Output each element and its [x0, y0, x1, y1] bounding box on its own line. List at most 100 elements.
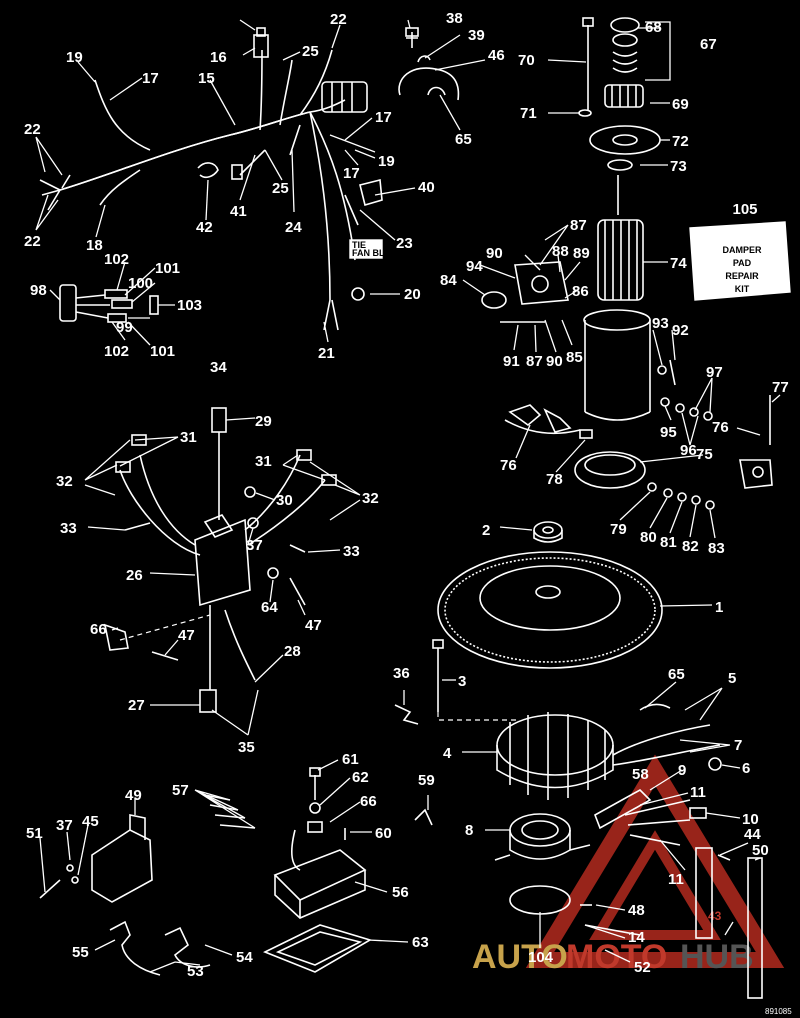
kit-label-line1: DAMPER [722, 245, 762, 255]
label-65-top: 65 [455, 131, 472, 148]
label-29: 29 [255, 413, 272, 430]
label-24: 24 [285, 219, 302, 236]
label-79: 79 [610, 521, 627, 538]
label-23: 23 [396, 235, 413, 252]
label-5: 5 [728, 670, 736, 687]
label-100: 100 [128, 275, 153, 292]
kit-number: 105 [732, 201, 757, 218]
label-32-right: 32 [362, 490, 379, 507]
label-98: 98 [30, 282, 47, 299]
starter-motor-illustration [481, 17, 773, 510]
label-30: 30 [276, 492, 293, 509]
label-96: 96 [680, 442, 697, 459]
label-21: 21 [318, 345, 335, 362]
label-76-right: 76 [712, 419, 729, 436]
label-104: 104 [528, 949, 554, 966]
label-67: 67 [700, 36, 717, 53]
label-66-left: 66 [90, 621, 107, 638]
label-33-left: 33 [60, 520, 77, 537]
label-91: 91 [503, 353, 520, 370]
label-90-lower: 90 [546, 353, 563, 370]
label-18: 18 [86, 237, 103, 254]
label-32-left: 32 [56, 473, 73, 490]
label-28: 28 [284, 643, 301, 660]
watermark-part1: AUTO [472, 938, 568, 976]
label-101-top: 101 [155, 260, 180, 277]
label-22-left-lower: 22 [24, 233, 41, 250]
label-11-lower: 11 [668, 871, 684, 888]
label-50: 50 [752, 842, 769, 859]
label-20: 20 [404, 286, 421, 303]
label-90-left: 90 [486, 245, 503, 262]
label-102-top: 102 [104, 251, 129, 268]
label-17-left: 17 [142, 70, 159, 87]
watermark-part2: MOTO [566, 938, 667, 976]
label-40: 40 [418, 179, 435, 196]
watermark-tag: 43 [708, 909, 722, 923]
label-76-left: 76 [500, 457, 517, 474]
part-labels: 1 2 3 4 5 6 7 8 9 10 11 11 14 15 16 17 1… [24, 10, 789, 980]
harness-tag-line2: FAN BLOCK [352, 248, 405, 258]
label-46: 46 [488, 47, 505, 64]
label-39: 39 [468, 27, 485, 44]
label-44: 44 [744, 826, 761, 843]
label-86: 86 [572, 283, 589, 300]
power-pack-illustration [103, 407, 337, 713]
top-center-parts [398, 27, 460, 101]
label-64: 64 [261, 599, 278, 616]
label-82: 82 [682, 538, 699, 555]
watermark: 43 AUTO MOTO HUB [472, 754, 785, 976]
label-70: 70 [518, 52, 535, 69]
label-87-lower: 87 [526, 353, 543, 370]
label-94: 94 [466, 258, 483, 275]
label-88: 88 [552, 243, 569, 260]
label-71: 71 [520, 105, 537, 122]
label-27: 27 [128, 697, 145, 714]
label-65-lower: 65 [668, 666, 685, 683]
kit-label-line4: KIT [735, 284, 750, 294]
label-22-left-upper: 22 [24, 121, 41, 138]
drawing-code: 891085 [765, 1007, 792, 1016]
wire-harness-illustration: TIE FAN BLOCK [39, 27, 405, 331]
label-16: 16 [210, 49, 227, 66]
label-74: 74 [670, 255, 687, 272]
label-37-lower: 37 [56, 817, 73, 834]
kit-label-line2: PAD [733, 258, 752, 268]
label-38: 38 [446, 10, 463, 27]
label-25-lower: 25 [272, 180, 289, 197]
label-17-right-upper: 17 [375, 109, 392, 126]
label-42: 42 [196, 219, 213, 236]
label-60: 60 [375, 825, 392, 842]
label-101-lower: 101 [150, 343, 175, 360]
label-81: 81 [660, 534, 677, 551]
label-97: 97 [706, 364, 723, 381]
label-6: 6 [742, 760, 750, 777]
leader-lines [35, 19, 781, 973]
label-22-top: 22 [330, 11, 347, 28]
label-92: 92 [672, 322, 689, 339]
label-7: 7 [734, 737, 742, 754]
label-17-right-lower: 17 [343, 165, 360, 182]
label-3: 3 [458, 673, 466, 690]
label-19-right: 19 [378, 153, 395, 170]
label-31-left: 31 [180, 429, 197, 446]
label-102-lower: 102 [104, 343, 129, 360]
label-80: 80 [640, 529, 657, 546]
label-85: 85 [566, 349, 583, 366]
label-2: 2 [482, 522, 490, 539]
label-14: 14 [628, 929, 645, 946]
label-77: 77 [772, 379, 789, 396]
label-89: 89 [573, 245, 590, 262]
label-37-upper: 37 [246, 537, 263, 554]
label-83: 83 [708, 540, 725, 557]
label-103: 103 [177, 297, 202, 314]
label-47-right: 47 [305, 617, 322, 634]
label-99: 99 [116, 319, 133, 336]
label-47-left: 47 [178, 627, 195, 644]
label-56: 56 [392, 884, 409, 901]
label-59: 59 [418, 772, 435, 789]
label-34: 34 [210, 359, 227, 376]
label-35: 35 [238, 739, 255, 756]
label-9: 9 [678, 762, 686, 779]
label-11-upper: 11 [690, 784, 706, 801]
